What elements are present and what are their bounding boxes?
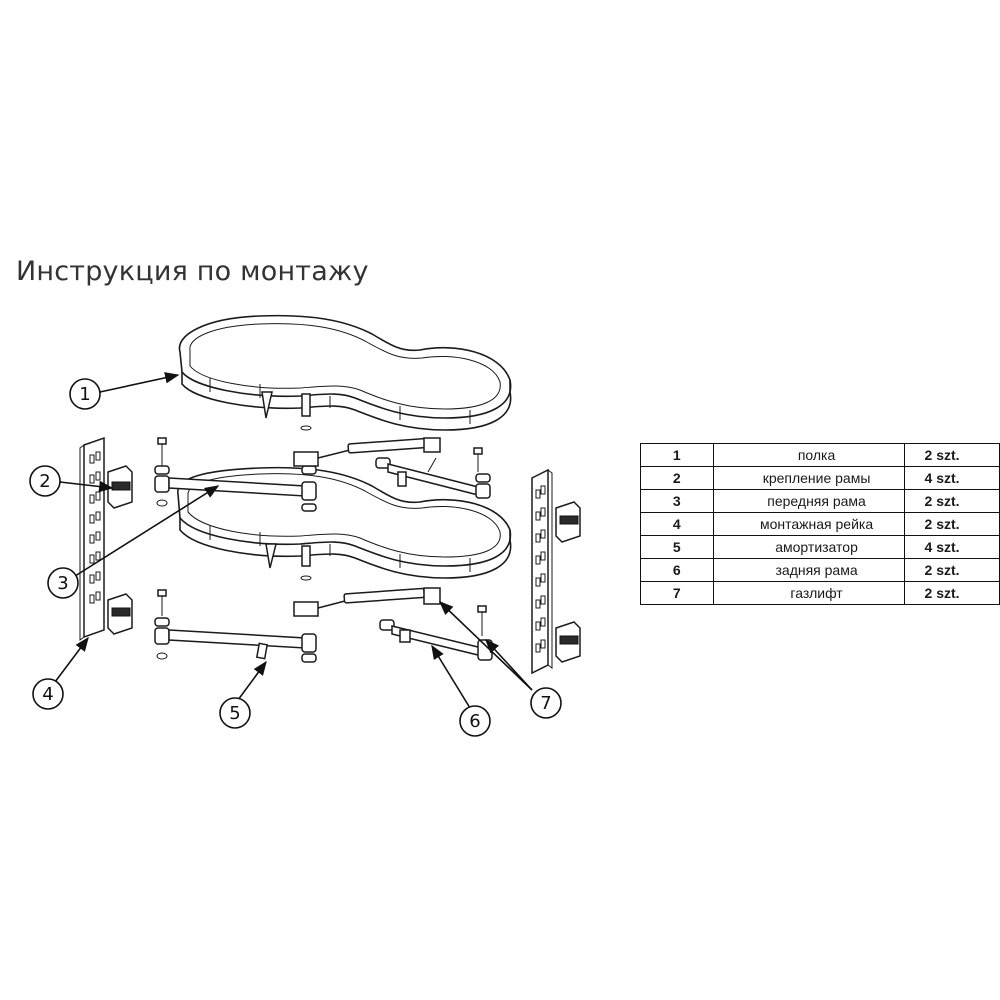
parts-table: 1 полка 2 szt. 2 крепление рамы 4 szt. 3…	[640, 443, 1000, 605]
part-name: газлифт	[712, 581, 905, 605]
part-number: 1	[640, 443, 714, 467]
part-number: 3	[640, 489, 714, 513]
part-name: задняя рама	[712, 558, 905, 582]
part-quantity: 2 szt.	[903, 443, 1000, 467]
part-quantity: 2 szt.	[903, 558, 1000, 582]
table-row: 1 полка 2 szt.	[640, 443, 1000, 467]
page-title: Инструкция по монтажу	[16, 256, 369, 287]
part-quantity: 2 szt.	[903, 512, 1000, 536]
upper-gaslift-drawing	[293, 437, 491, 499]
svg-text:1: 1	[79, 384, 90, 405]
callout-7: 7	[530, 687, 562, 719]
part-quantity: 2 szt.	[903, 489, 1000, 513]
lower-gaslift-drawing	[293, 587, 493, 661]
callout-leaders	[54, 372, 533, 709]
table-row: 2 крепление рамы 4 szt.	[640, 466, 1000, 490]
callout-4: 4	[32, 678, 64, 710]
part-quantity: 2 szt.	[903, 581, 1000, 605]
part-quantity: 4 szt.	[903, 466, 1000, 490]
part-name: полка	[712, 443, 905, 467]
svg-text:2: 2	[39, 471, 50, 492]
part-number: 7	[640, 581, 714, 605]
part-number: 4	[640, 512, 714, 536]
callout-1: 1	[69, 378, 101, 410]
part-number: 6	[640, 558, 714, 582]
upper-front-frame-drawing	[154, 437, 317, 512]
callout-6: 6	[459, 705, 491, 737]
part-name: передняя рама	[712, 489, 905, 513]
table-row: 6 задняя рама 2 szt.	[640, 558, 1000, 582]
part-number: 5	[640, 535, 714, 559]
svg-text:4: 4	[42, 684, 53, 705]
part-number: 2	[640, 466, 714, 490]
callout-2: 2	[29, 465, 61, 497]
table-row: 4 монтажная рейка 2 szt.	[640, 512, 1000, 536]
part-quantity: 4 szt.	[903, 535, 1000, 559]
svg-text:3: 3	[57, 573, 68, 594]
upper-shelf-drawing	[178, 314, 512, 431]
part-name: амортизатор	[712, 535, 905, 559]
left-mounting-rail-drawing	[79, 436, 133, 641]
table-row: 7 газлифт 2 szt.	[640, 581, 1000, 605]
part-name: крепление рамы	[712, 466, 905, 490]
lower-shelf-drawing	[177, 466, 512, 581]
callout-5: 5	[219, 697, 251, 729]
table-row: 5 амортизатор 4 szt.	[640, 535, 1000, 559]
right-mounting-rail-drawing	[531, 468, 581, 675]
lower-front-frame-drawing	[154, 589, 317, 663]
svg-text:5: 5	[229, 703, 240, 724]
svg-text:6: 6	[469, 711, 480, 732]
svg-text:7: 7	[540, 693, 551, 714]
callout-3: 3	[47, 567, 79, 599]
part-name: монтажная рейка	[712, 512, 905, 536]
table-row: 3 передняя рама 2 szt.	[640, 489, 1000, 513]
